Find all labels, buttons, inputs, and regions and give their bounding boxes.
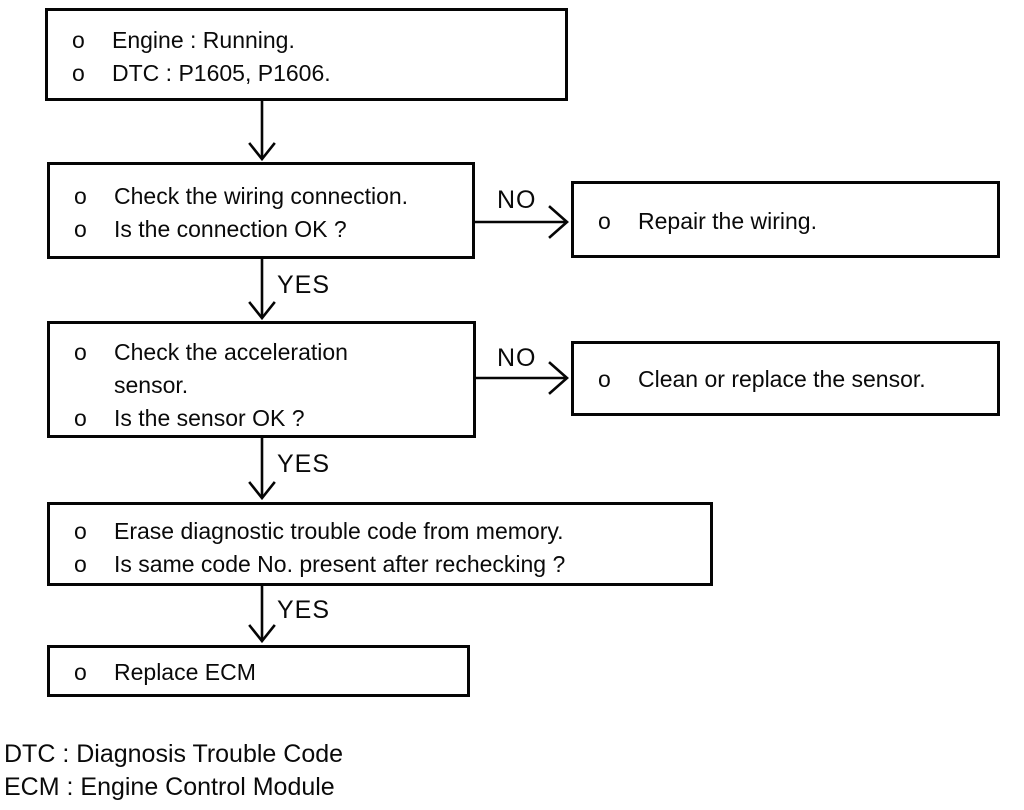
box-line-text: Is same code No. present after recheckin… xyxy=(114,551,566,577)
box-line: o Check the acceleration xyxy=(74,336,465,369)
branch-label-yes-2: YES xyxy=(277,450,331,478)
abbreviation-legend: DTC : Diagnosis Trouble Code ECM : Engin… xyxy=(4,738,343,804)
box-line-text: DTC : P1605, P1606. xyxy=(112,60,331,86)
flow-box-erase-code: o Erase diagnostic trouble code from mem… xyxy=(47,502,713,586)
box-line-text: Erase diagnostic trouble code from memor… xyxy=(114,518,564,544)
flow-box-start-conditions: o Engine : Running. o DTC : P1605, P1606… xyxy=(45,8,568,101)
branch-label-yes-3: YES xyxy=(277,596,331,624)
bullet-marker: o xyxy=(74,551,87,577)
box-line-text: Is the sensor OK ? xyxy=(114,405,305,431)
branch-label-yes-1: YES xyxy=(277,271,331,299)
box-line-text: Check the acceleration xyxy=(114,339,348,365)
box-line: o Erase diagnostic trouble code from mem… xyxy=(74,515,702,548)
box-line: o Is the connection OK ? xyxy=(74,213,464,246)
box-line-text: Engine : Running. xyxy=(112,27,295,53)
arrow-down-3-head xyxy=(248,481,276,501)
box-line-text: sensor. xyxy=(114,372,189,398)
box-line: o Engine : Running. xyxy=(72,24,557,57)
bullet-marker: o xyxy=(74,659,87,685)
branch-label-no-2: NO xyxy=(497,344,537,372)
legend-line-dtc: DTC : Diagnosis Trouble Code xyxy=(4,740,344,768)
arrow-down-1-head xyxy=(248,142,276,162)
bullet-marker: o xyxy=(72,60,85,86)
box-line: o Is same code No. present after recheck… xyxy=(74,548,702,581)
bullet-marker: o xyxy=(598,208,611,234)
legend-line-ecm: ECM : Engine Control Module xyxy=(4,773,335,801)
box-line-text: Clean or replace the sensor. xyxy=(638,366,926,392)
flow-box-check-wiring: o Check the wiring connection. o Is the … xyxy=(47,162,475,259)
bullet-marker: o xyxy=(74,405,87,431)
flow-box-clean-sensor: o Clean or replace the sensor. xyxy=(571,341,1000,416)
box-line: o Repair the wiring. xyxy=(598,205,989,238)
arrow-down-2-head xyxy=(248,301,276,321)
flow-box-repair-wiring: o Repair the wiring. xyxy=(571,181,1000,258)
branch-label-no-1: NO xyxy=(497,186,537,214)
box-line: o Clean or replace the sensor. xyxy=(598,363,989,396)
box-line: o Is the sensor OK ? xyxy=(74,402,465,435)
arrow-no-2-head xyxy=(548,361,569,395)
bullet-marker: o xyxy=(74,518,87,544)
flow-box-check-sensor: o Check the acceleration sensor. o Is th… xyxy=(47,321,476,438)
bullet-marker: o xyxy=(598,366,611,392)
box-line-text: Check the wiring connection. xyxy=(114,183,409,209)
bullet-marker: o xyxy=(74,216,87,242)
bullet-marker: o xyxy=(74,183,87,209)
box-line-text: Replace ECM xyxy=(114,659,256,685)
box-line-text: Repair the wiring. xyxy=(638,208,817,234)
bullet-marker: o xyxy=(74,339,87,365)
bullet-marker: o xyxy=(72,27,85,53)
box-line: o Check the wiring connection. xyxy=(74,180,464,213)
box-line: o DTC : P1605, P1606. xyxy=(72,57,557,90)
box-line: o Replace ECM xyxy=(74,656,459,689)
box-line: sensor. xyxy=(74,369,465,402)
flow-box-replace-ecm: o Replace ECM xyxy=(47,645,470,697)
box-line-text: Is the connection OK ? xyxy=(114,216,347,242)
arrow-no-1-head xyxy=(548,205,569,239)
arrow-down-4-head xyxy=(248,624,276,644)
